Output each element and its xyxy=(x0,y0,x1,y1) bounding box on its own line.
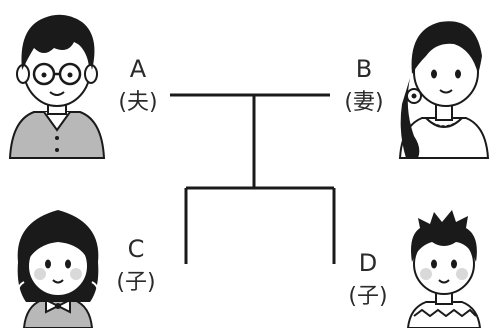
person-a-label: A (夫) xyxy=(116,52,160,120)
person-b-letter: B xyxy=(355,55,373,83)
person-d-role: (子) xyxy=(348,284,388,309)
person-b-label: B (妻) xyxy=(340,52,388,120)
person-b-role: (妻) xyxy=(344,90,384,115)
person-a-letter: A xyxy=(129,55,147,83)
boy-icon xyxy=(406,210,482,328)
person-d-letter: D xyxy=(358,249,378,277)
person-a-role: (夫) xyxy=(118,90,158,115)
person-d-label: D (子) xyxy=(344,246,392,314)
man-with-glasses-icon xyxy=(8,14,106,159)
person-c-letter: C xyxy=(127,235,145,263)
woman-icon xyxy=(398,21,490,159)
girl-icon xyxy=(17,210,99,328)
person-c-label: C (子) xyxy=(114,232,158,300)
person-c-role: (子) xyxy=(116,270,156,295)
